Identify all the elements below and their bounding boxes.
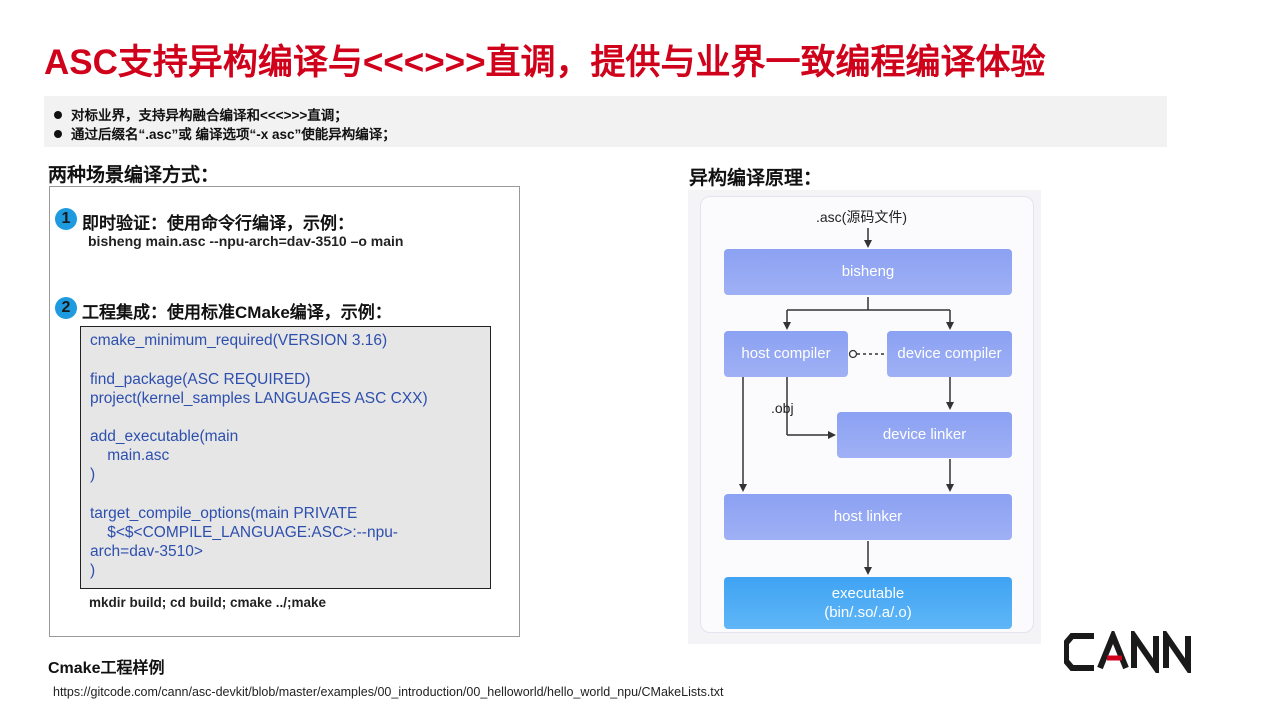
code-line: $<$<COMPILE_LANGUAGE:ASC>:--npu- — [90, 524, 398, 541]
bullet-dot-icon — [54, 111, 62, 119]
association-circle — [848, 349, 858, 359]
host-compiler-node: host compiler — [724, 331, 848, 377]
build-command: mkdir build; cd build; cmake ../;make — [89, 595, 327, 610]
cmake-code-block: cmake_minimum_required(VERSION 3.16) fin… — [80, 326, 491, 589]
bullet-dot-icon — [54, 130, 62, 138]
summary-bullet: 对标业界，支持异构融合编译和<<<>>>直调； — [54, 104, 348, 124]
summary-bullet-text: 对标业界，支持异构融合编译和<<<>>>直调； — [71, 108, 348, 123]
code-line: cmake_minimum_required(VERSION 3.16) — [90, 332, 388, 349]
executable-sublabel: (bin/.so/.a/.o) — [824, 604, 912, 621]
cann-logo — [1063, 626, 1204, 678]
diagram-arrows — [739, 228, 954, 575]
summary-bullet-text: 通过后缀名“.asc”或 编译选项“-x asc”使能异构编译； — [71, 127, 396, 142]
step2-number-badge: 2 — [55, 297, 77, 319]
executable-node: executable (bin/.so/.a/.o) — [724, 577, 1012, 629]
source-file-label: .asc(源码文件) — [816, 209, 907, 225]
executable-label: executable — [831, 585, 905, 602]
code-line: arch=dav-3510> — [90, 543, 203, 560]
slide-title: ASC支持异构编译与<<<>>>直调，提供与业界一致编程编译体验 — [44, 43, 1046, 82]
step1-number-badge: 1 — [55, 208, 77, 230]
step2-title: 工程集成：使用标准CMake编译，示例： — [82, 303, 392, 322]
right-section-heading: 异构编译原理： — [689, 168, 823, 189]
code-line: add_executable(main — [90, 428, 239, 445]
host-linker-node: host linker — [724, 494, 1012, 540]
cann-logo-mark — [1063, 626, 1191, 678]
step1-command: bisheng main.asc --npu-arch=dav-3510 –o … — [88, 233, 404, 249]
scenario-box — [49, 186, 520, 637]
code-line: project(kernel_samples LANGUAGES ASC CXX… — [90, 390, 428, 407]
diagram-card: .asc(源码文件) bisheng host compiler device … — [700, 196, 1034, 633]
code-line: ) — [90, 562, 96, 579]
code-line: main.asc — [90, 447, 170, 464]
code-line: ) — [90, 466, 96, 483]
obj-label: .obj — [771, 400, 794, 416]
code-line: target_compile_options(main PRIVATE — [90, 505, 358, 522]
summary-box: 对标业界，支持异构融合编译和<<<>>>直调； 通过后缀名“.asc”或 编译选… — [44, 96, 1167, 147]
footer-label: Cmake工程样例 — [48, 660, 165, 677]
step1-title: 即时验证：使用命令行编译，示例： — [82, 214, 354, 233]
compile-flow-diagram: .asc(源码文件) bisheng host compiler device … — [688, 190, 1041, 644]
left-section-heading: 两种场景编译方式： — [48, 165, 220, 186]
summary-bullet: 通过后缀名“.asc”或 编译选项“-x asc”使能异构编译； — [54, 123, 396, 143]
device-linker-node: device linker — [837, 412, 1012, 458]
device-compiler-node: device compiler — [887, 331, 1012, 377]
footer-url-link[interactable]: https://gitcode.com/cann/asc-devkit/blob… — [53, 685, 724, 699]
code-line: find_package(ASC REQUIRED) — [90, 371, 311, 388]
bisheng-node: bisheng — [724, 249, 1012, 295]
